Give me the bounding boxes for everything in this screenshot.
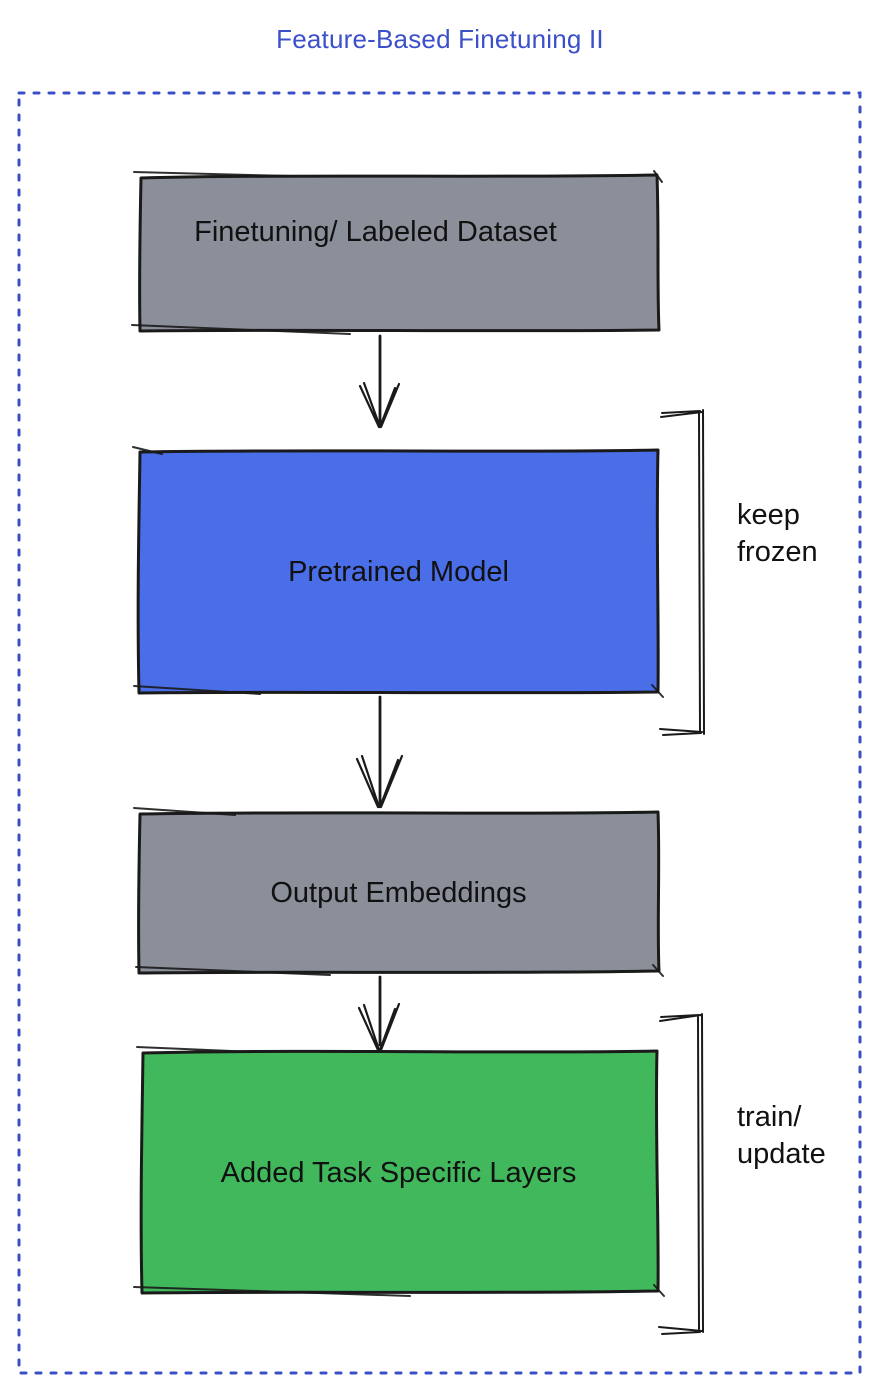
annotation-line: frozen: [737, 536, 818, 568]
annotation-line: train/: [737, 1101, 802, 1133]
arrow-head-icon: [357, 1002, 401, 1052]
annotation-line: keep: [737, 499, 800, 531]
dotted-frame: [17, 91, 862, 1375]
annotation-line: update: [737, 1138, 826, 1170]
bracket-train-update: [658, 1013, 704, 1335]
node-box-embeddings: [137, 810, 661, 975]
node-box-pretrained: [136, 448, 660, 695]
arrow-dataset-to-pretrained: [358, 334, 401, 429]
arrow-head-icon: [358, 381, 401, 429]
arrow-pretrained-to-embeddings: [355, 695, 404, 809]
annotation-train-update: train/ update: [737, 1099, 826, 1173]
sketch-accent-strokes: [131, 170, 665, 1297]
bracket-keep-frozen: [659, 409, 705, 736]
node-box-sketch-accents-owner: [139, 1049, 660, 1295]
node-box-dataset: [138, 173, 661, 333]
arrow-embeddings-to-tasklayers: [357, 975, 401, 1052]
page-title: Feature-Based Finetuning II: [276, 24, 604, 54]
annotation-keep-frozen: keep frozen: [737, 497, 818, 571]
arrow-head-icon: [355, 754, 404, 809]
